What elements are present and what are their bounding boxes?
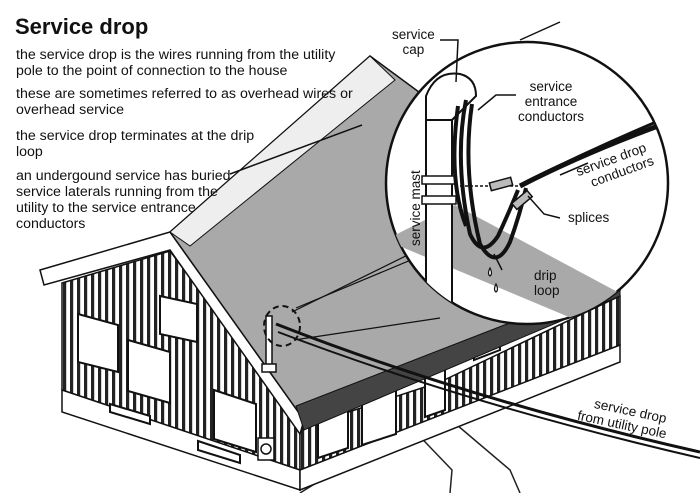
description-paragraph-1: the service drop is the wires running fr… (16, 47, 336, 79)
label-service-cap-line-2: cap (402, 42, 425, 57)
label-splices: splices (568, 210, 610, 225)
gable-windows (77, 294, 257, 465)
electric-meter (257, 437, 275, 461)
zoom-highlight (263, 305, 301, 347)
label-drip-loop: drip loop (534, 268, 560, 298)
description-paragraph-4: an undergound service has buried service… (16, 168, 231, 232)
description-paragraph-2: these are sometimes referred to as overh… (16, 86, 353, 118)
label-service-cap-line-1: service (392, 27, 435, 42)
service-drop-wires (275, 322, 700, 459)
label-service-cap: service cap (392, 27, 435, 57)
label-service-entrance-conductors: service entrance conductors (518, 79, 584, 124)
label-drip-line-2: loop (534, 283, 560, 298)
label-drip-line-1: drip (534, 268, 557, 283)
label-entrance-line-3: conductors (518, 109, 585, 124)
page-title: Service drop (15, 14, 149, 39)
label-entrance-line-1: service (529, 79, 573, 94)
label-service-mast: service mast (408, 170, 423, 246)
description-paragraph-3: the service drop terminates at the drip … (16, 128, 255, 160)
leader-lines (229, 21, 589, 271)
label-entrance-line-2: entrance (524, 94, 578, 109)
